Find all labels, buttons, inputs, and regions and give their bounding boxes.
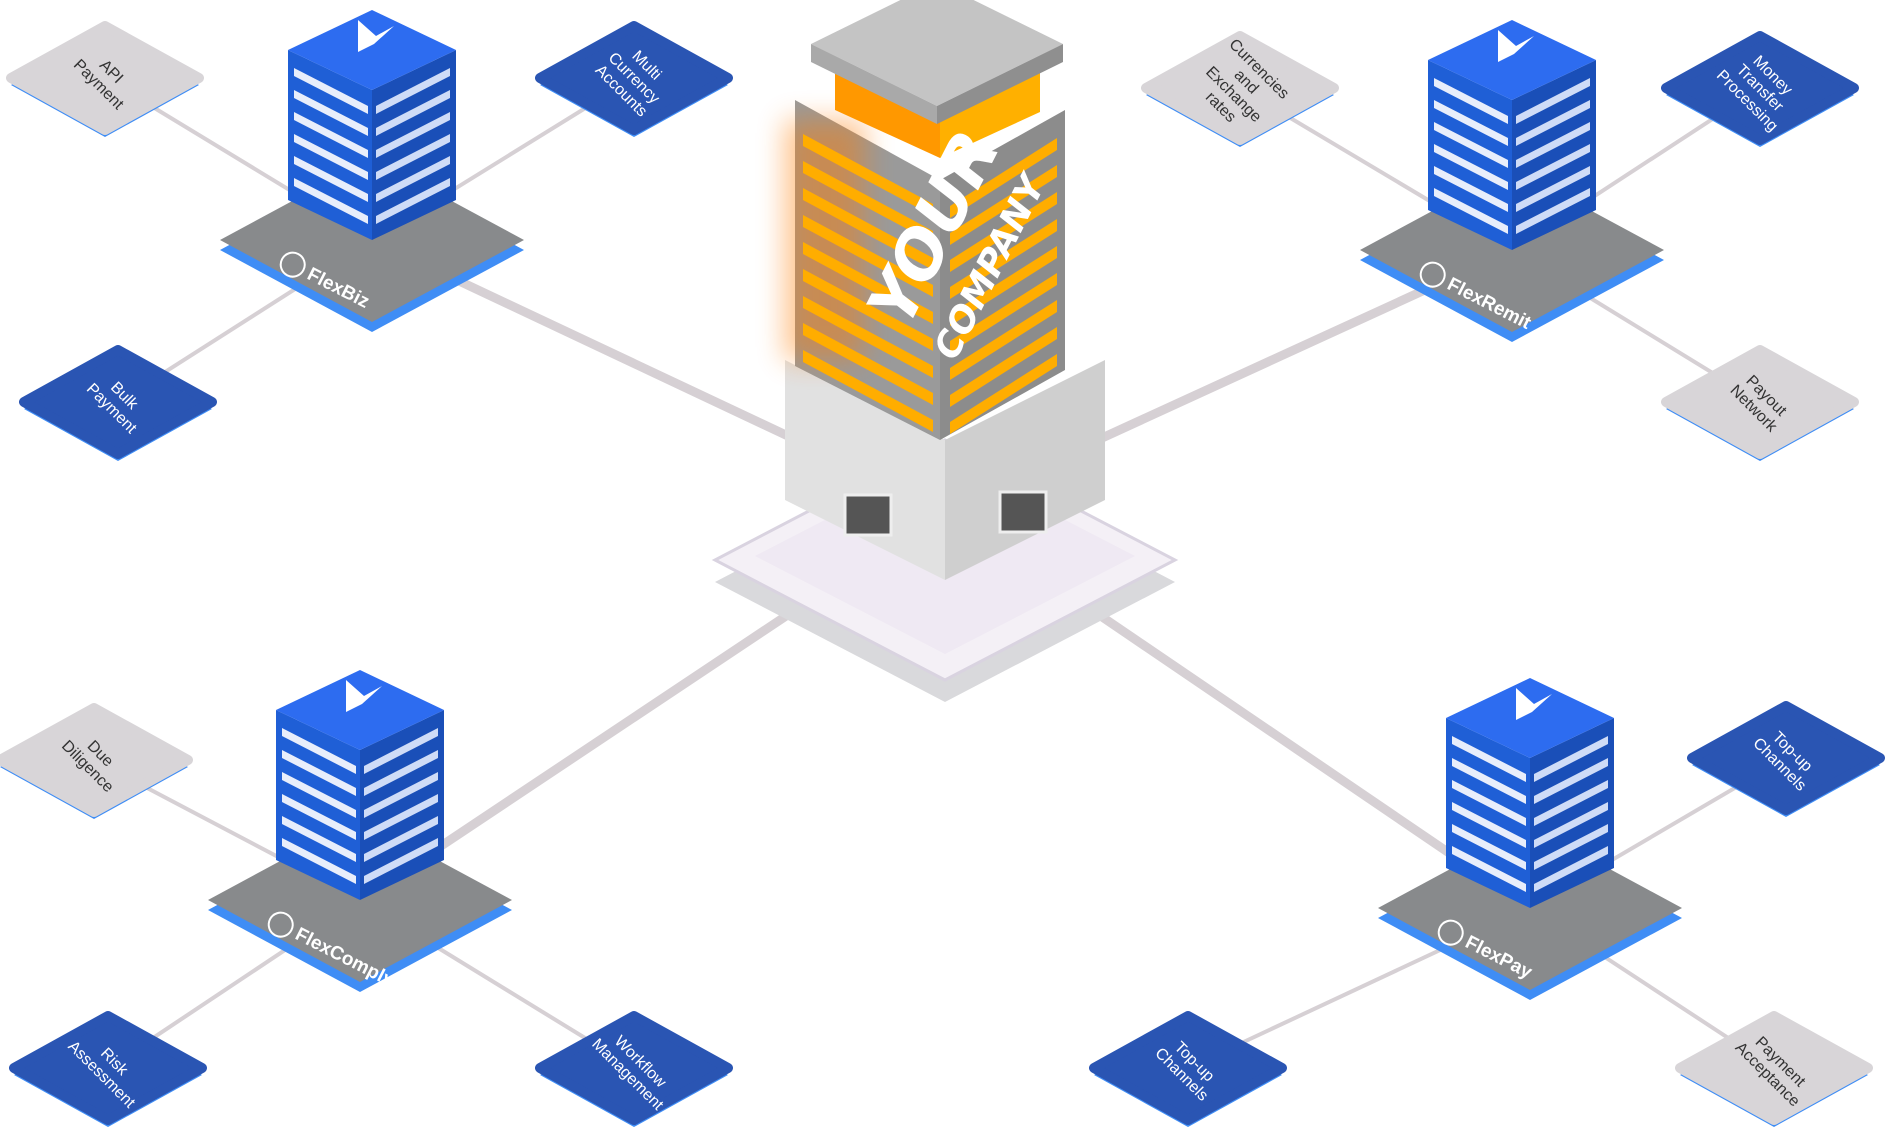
feature-tile-top-up-channels: Top-upChannels bbox=[1692, 706, 1880, 817]
feature-tile-workflow-management: WorkflowManagement bbox=[540, 1016, 728, 1127]
ground-window-icon bbox=[1000, 492, 1046, 532]
product-flexbiz: FlexBiz bbox=[220, 10, 524, 332]
feature-tile-currencies-and-exchange-rates: CurrenciesandExchangerates bbox=[1146, 36, 1334, 147]
feature-tile-payment-acceptance: PaymentAcceptance bbox=[1680, 1016, 1868, 1127]
ground-window-icon bbox=[845, 495, 891, 535]
feature-tile-due-diligence: DueDiligence bbox=[0, 708, 188, 819]
feature-tile-api-payment: APIPayment bbox=[11, 26, 199, 137]
feature-tile-bulk-payment: BulkPayment bbox=[24, 350, 212, 461]
feature-tile-top-up-channels: Top-upChannels bbox=[1094, 1016, 1282, 1127]
feature-tile-risk-assessment: RiskAssessment bbox=[14, 1016, 202, 1127]
feature-tile-payout-network: PayoutNetwork bbox=[1666, 350, 1854, 461]
